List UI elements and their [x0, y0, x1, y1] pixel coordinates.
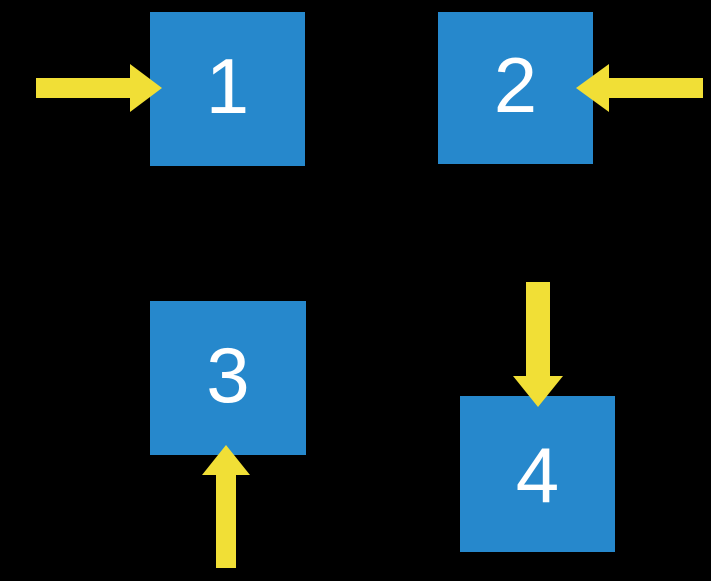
square-1: 1 — [150, 12, 305, 166]
square-4: 4 — [460, 396, 615, 552]
arrow-up-icon — [202, 445, 250, 568]
square-3: 3 — [150, 301, 306, 455]
square-2: 2 — [438, 12, 593, 164]
square-4-label: 4 — [515, 431, 560, 519]
arrow-left-icon — [576, 64, 703, 112]
arrow-down-icon — [513, 282, 563, 407]
square-3-label: 3 — [206, 331, 250, 419]
arrow-right-icon — [36, 64, 162, 112]
square-2-label: 2 — [493, 41, 538, 129]
square-1-label: 1 — [205, 42, 250, 130]
